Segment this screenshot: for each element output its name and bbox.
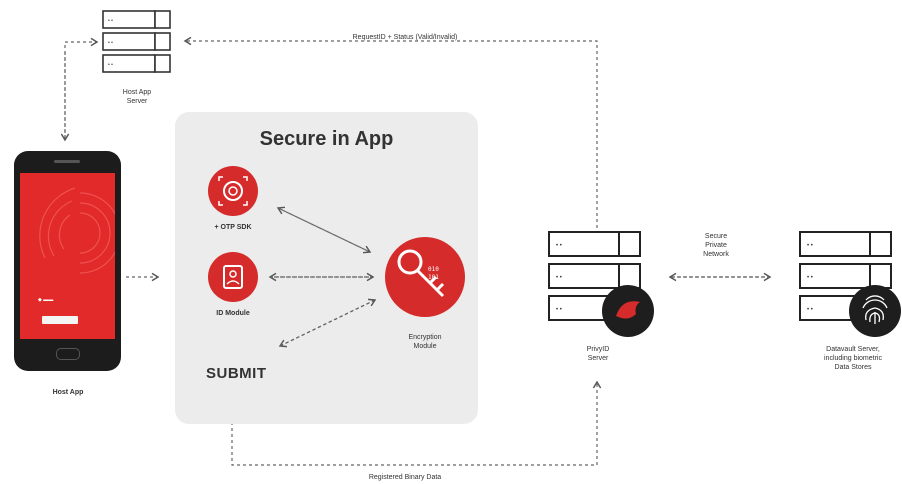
id-card-icon	[208, 252, 258, 302]
host-server-label: Host App Server	[122, 89, 152, 105]
phone-input-field[interactable]	[42, 316, 78, 324]
vault-server-label: Datavault Server, including biometric Da…	[824, 346, 882, 371]
host-app-phone: ◆ ▬▬	[14, 151, 121, 371]
status-return-connector	[183, 36, 598, 228]
key-icon: 010 101	[385, 237, 465, 317]
svg-text:• •: • •	[556, 307, 562, 313]
otp-sdk-label: + OTP SDK	[214, 224, 252, 231]
fingerprint-pattern-icon	[39, 187, 115, 274]
vault-server-icon: • • • • • •	[799, 231, 901, 337]
privyid-logo-icon: ◆ ▬▬	[38, 297, 54, 303]
face-scan-icon	[208, 166, 258, 216]
svg-text:• •: • •	[556, 275, 562, 281]
svg-text:101: 101	[428, 274, 439, 281]
host-app-server-icon: • • • • • •	[102, 10, 171, 73]
submit-button[interactable]: SUBMIT	[206, 365, 267, 382]
request-status-label: RequestID + Status (Valid/Invalid)	[352, 34, 458, 41]
svg-text:• •: • •	[108, 62, 113, 68]
fingerprint-icon	[849, 285, 901, 337]
svg-text:• •: • •	[807, 307, 813, 313]
privyid-server-icon: • • • • • •	[548, 231, 654, 337]
privyid-server-label: PrivyID Server	[586, 346, 610, 362]
host-app-label: Host App	[52, 389, 84, 396]
phone-screen: ◆ ▬▬	[20, 173, 115, 339]
phone-speaker	[54, 160, 80, 163]
svg-text:• •: • •	[807, 275, 813, 281]
svg-text:• •: • •	[807, 243, 813, 249]
encryption-module-label: Encryption Module	[408, 334, 442, 350]
svg-text:• •: • •	[108, 40, 113, 46]
svg-text:010: 010	[428, 266, 439, 273]
svg-text:• •: • •	[556, 243, 562, 249]
panel-title: Secure in App	[259, 128, 394, 150]
id-module-label: ID Module	[216, 310, 250, 317]
phone-home-button	[56, 348, 80, 360]
private-network-label: Secure Private Network	[703, 233, 729, 258]
svg-text:• •: • •	[108, 18, 113, 24]
registered-data-label: Registered Binary Data	[368, 474, 442, 481]
